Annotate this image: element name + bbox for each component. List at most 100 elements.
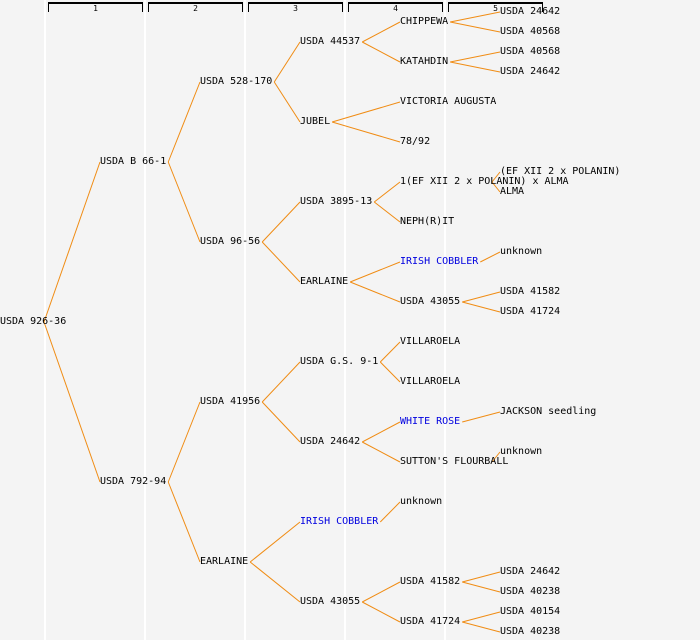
pedigree-link-line — [167, 481, 201, 563]
pedigree-node: USDA 43055 — [300, 596, 361, 607]
pedigree-node[interactable]: WHITE ROSE — [400, 416, 461, 427]
pedigree-node: USDA 41724 — [500, 306, 561, 317]
pedigree-link-line — [167, 401, 201, 483]
column-divider — [244, 0, 246, 640]
pedigree-link-line — [491, 181, 501, 193]
pedigree-node: USDA 3895-13 — [300, 196, 373, 207]
pedigree-node: VICTORIA AUGUSTA — [400, 96, 497, 107]
pedigree-link-line — [462, 621, 501, 633]
pedigree-node: unknown — [500, 446, 543, 457]
pedigree-link-line — [43, 161, 101, 323]
pedigree-node: VILLAROELA — [400, 376, 461, 387]
pedigree-link-line — [273, 41, 301, 83]
pedigree-link-line — [249, 561, 301, 603]
pedigree-link-line — [379, 361, 401, 383]
pedigree-link-line — [450, 61, 501, 73]
pedigree-link-line — [261, 201, 301, 243]
pedigree-link-line — [261, 241, 301, 283]
pedigree-node: SUTTON'S FLOURBALL — [400, 456, 509, 467]
pedigree-link-line — [349, 261, 401, 283]
pedigree-node: USDA 41582 — [400, 576, 461, 587]
column-divider — [444, 0, 446, 640]
pedigree-node: USDA 792-94 — [100, 476, 167, 487]
pedigree-node: USDA 926-36 — [0, 316, 67, 327]
pedigree-link-line — [373, 181, 401, 203]
pedigree-link-line — [361, 41, 401, 63]
pedigree-link-line — [167, 161, 201, 243]
pedigree-link-line — [361, 441, 401, 463]
pedigree-link-line — [379, 501, 401, 523]
generation-header: 2 — [148, 2, 243, 13]
pedigree-link-line — [450, 21, 501, 33]
pedigree-node: (EF XII 2 x POLANIN) — [500, 166, 621, 177]
pedigree-node[interactable]: IRISH COBBLER — [300, 516, 379, 527]
pedigree-node: USDA 24642 — [500, 566, 561, 577]
pedigree-link-line — [349, 281, 401, 303]
pedigree-node: ALMA — [500, 186, 525, 197]
pedigree-node: EARLAINE — [300, 276, 349, 287]
pedigree-node: USDA 24642 — [500, 6, 561, 17]
generation-header: 4 — [348, 2, 443, 13]
pedigree-node: USDA 43055 — [400, 296, 461, 307]
pedigree-link-line — [462, 411, 501, 423]
generation-label: 2 — [193, 4, 198, 13]
generation-header: 1 — [48, 2, 143, 13]
pedigree-link-line — [450, 11, 501, 23]
pedigree-link-line — [462, 581, 501, 593]
pedigree-link-line — [361, 601, 401, 623]
pedigree-node: USDA 40238 — [500, 626, 561, 637]
pedigree-link-line — [491, 171, 501, 183]
column-divider — [144, 0, 146, 640]
pedigree-node: EARLAINE — [200, 556, 249, 567]
pedigree-link-line — [480, 251, 501, 263]
pedigree-node: USDA 24642 — [500, 66, 561, 77]
pedigree-link-line — [167, 81, 201, 163]
pedigree-node: USDA 41956 — [200, 396, 261, 407]
pedigree-link-line — [331, 121, 401, 143]
pedigree-link-line — [491, 451, 501, 463]
generation-header: 5 — [448, 2, 543, 13]
pedigree-link-line — [43, 321, 101, 483]
pedigree-node: NEPH(R)IT — [400, 216, 455, 227]
pedigree-node[interactable]: IRISH COBBLER — [400, 256, 479, 267]
pedigree-link-line — [273, 81, 301, 123]
pedigree-node: 1(EF XII 2 x POLANIN) x ALMA — [400, 176, 569, 187]
pedigree-link-line — [261, 401, 301, 443]
pedigree-node: USDA 41724 — [400, 616, 461, 627]
generation-label: 4 — [393, 4, 398, 13]
pedigree-link-line — [361, 421, 401, 443]
pedigree-node: USDA 96-56 — [200, 236, 261, 247]
pedigree-node: KATAHDIN — [400, 56, 449, 67]
pedigree-node: USDA B 66-1 — [100, 156, 167, 167]
pedigree-link-line — [361, 581, 401, 603]
pedigree-node: 78/92 — [400, 136, 431, 147]
pedigree-link-line — [361, 21, 401, 43]
generation-label: 5 — [493, 4, 498, 13]
pedigree-node: USDA 40568 — [500, 46, 561, 57]
pedigree-link-line — [462, 301, 501, 313]
pedigree-node: USDA 24642 — [300, 436, 361, 447]
pedigree-link-line — [249, 521, 301, 563]
pedigree-link-line — [331, 101, 401, 123]
pedigree-link-line — [462, 571, 501, 583]
generation-label: 3 — [293, 4, 298, 13]
pedigree-node: unknown — [500, 246, 543, 257]
pedigree-node: USDA 528-170 — [200, 76, 273, 87]
pedigree-node: JUBEL — [300, 116, 331, 127]
pedigree-node: USDA G.S. 9-1 — [300, 356, 379, 367]
column-divider — [344, 0, 346, 640]
generation-label: 1 — [93, 4, 98, 13]
pedigree-link-line — [379, 341, 401, 363]
pedigree-node: JACKSON seedling — [500, 406, 597, 417]
pedigree-node: VILLAROELA — [400, 336, 461, 347]
pedigree-node: USDA 44537 — [300, 36, 361, 47]
pedigree-node: unknown — [400, 496, 443, 507]
pedigree-link-line — [373, 201, 401, 223]
pedigree-node: USDA 40154 — [500, 606, 561, 617]
pedigree-link-line — [462, 291, 501, 303]
pedigree-node: USDA 40238 — [500, 586, 561, 597]
pedigree-link-line — [450, 51, 501, 63]
pedigree-node: USDA 41582 — [500, 286, 561, 297]
pedigree-link-line — [261, 361, 301, 403]
